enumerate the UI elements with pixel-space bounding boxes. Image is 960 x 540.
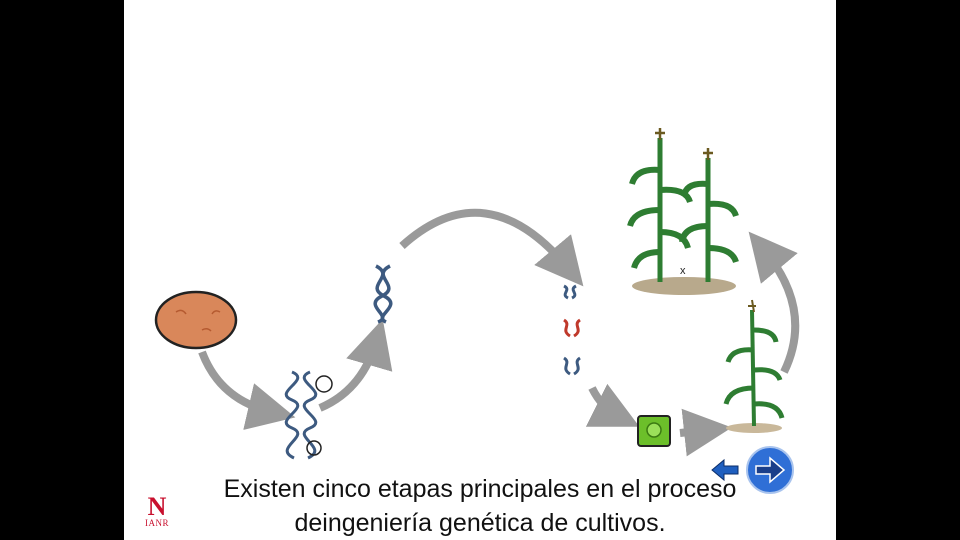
arrow-to-cell <box>592 388 618 416</box>
mature-corn-plants-icon: x <box>630 128 736 295</box>
gene-segments-icon <box>564 286 580 374</box>
arrow-to-mature-plants <box>764 250 795 372</box>
seed-icon <box>156 292 236 348</box>
chromosome-dna-icon <box>286 372 332 458</box>
caption-line-2: deingeniería genética de cultivos. <box>124 508 836 538</box>
plant-cell-icon <box>638 416 670 446</box>
young-corn-plant-icon <box>726 300 782 433</box>
arrow-seed-to-dna <box>202 352 272 412</box>
logo-letter: N <box>142 496 172 518</box>
process-illustration: x <box>124 0 836 540</box>
ianr-logo: N IANR <box>142 496 172 532</box>
plant-mark: x <box>680 265 686 277</box>
arrow-to-young-plant <box>680 430 708 433</box>
arrow-to-isolated-dna <box>320 342 376 408</box>
caption-line-1: Existen cinco etapas principales en el p… <box>124 474 836 504</box>
arrow-to-gene-splice <box>402 213 568 268</box>
logo-text: IANR <box>142 518 172 528</box>
slide: x Existen cinco etapas principales en el… <box>124 0 836 540</box>
dna-helix-icon <box>375 266 391 322</box>
